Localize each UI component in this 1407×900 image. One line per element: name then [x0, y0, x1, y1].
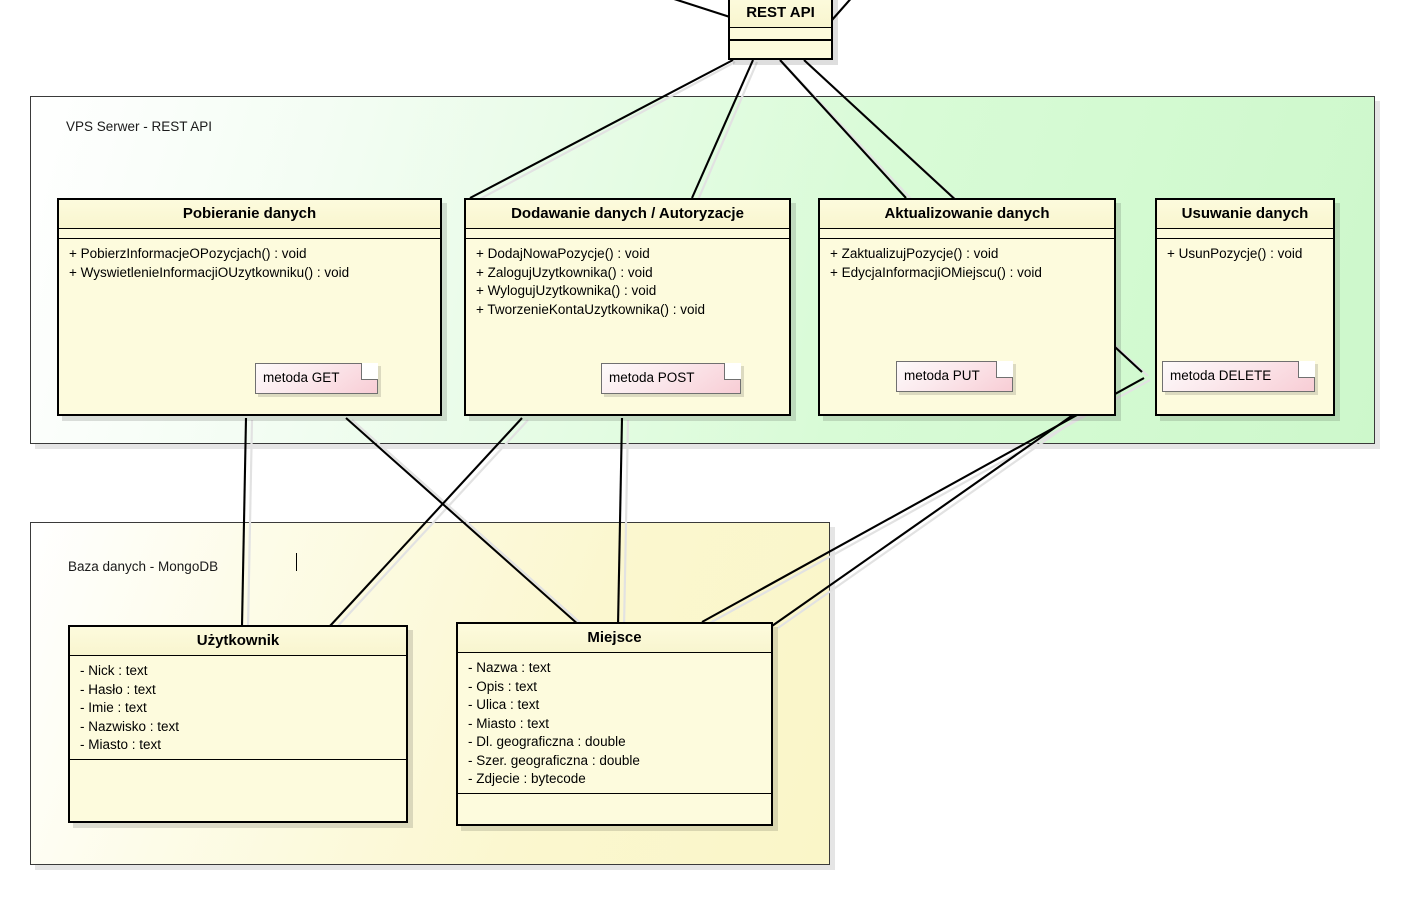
class-name: Użytkownik [70, 627, 406, 656]
note-text: metoda PUT [904, 368, 980, 383]
attribute-item: - Nazwa : text [468, 660, 551, 675]
class-miejsce[interactable]: Miejsce - Nazwa : text - Opis : text - U… [456, 622, 773, 826]
class-name: REST API [730, 0, 831, 28]
connector-shadows [246, 61, 1151, 629]
class-name: Usuwanie danych [1157, 200, 1333, 229]
method-item: + ZalogujUzytkownika() : void [476, 264, 653, 280]
attribute-item: - Miasto : text [80, 737, 162, 752]
attribute-item: - Dl. geograficzna : double [468, 734, 626, 749]
container-db-label: Baza danych - MongoDB [68, 559, 219, 574]
empty-attribute-compartment [466, 229, 789, 239]
method-item: + UsunPozycje() : void [1167, 246, 1303, 261]
attribute-item: - Szer. geograficzna : double [468, 752, 640, 768]
method-item: + EdycjaInformacjiOMiejscu() : void [830, 264, 1042, 280]
note-text: metoda GET [263, 370, 340, 385]
note-metoda-post[interactable]: metoda POST [601, 363, 741, 394]
note-fold-corner-icon [361, 363, 378, 380]
note-fold-corner-icon [996, 361, 1013, 378]
note-fold-corner-icon [724, 363, 741, 380]
empty-method-compartment [458, 792, 771, 824]
attribute-item: - Hasło : text [80, 681, 156, 697]
note-fold-corner-icon [1298, 361, 1315, 378]
empty-method-compartment [730, 40, 831, 53]
method-item: + TworzenieKontaUzytkownika() : void [476, 301, 705, 317]
attribute-item: - Miasto : text [468, 715, 550, 731]
method-list: + ZaktualizujPozycje() : void + EdycjaIn… [820, 239, 1114, 286]
attribute-item: - Ulica : text [468, 697, 540, 712]
note-text: metoda DELETE [1170, 368, 1272, 383]
class-name: Pobieranie danych [59, 200, 440, 229]
method-list: + DodajNowaPozycje() : void + ZalogujUzy… [466, 239, 789, 323]
attribute-list: - Nick : text - Hasło : text - Imie : te… [70, 656, 406, 759]
method-item: + DodajNowaPozycje() : void [476, 246, 650, 261]
class-pobieranie-danych[interactable]: Pobieranie danych + PobierzInformacjeOPo… [57, 198, 442, 416]
attribute-item: - Imie : text [80, 700, 147, 715]
attribute-item: - Nick : text [80, 663, 148, 678]
method-list: + PobierzInformacjeOPozycjach() : void +… [59, 239, 440, 286]
text-cursor [296, 553, 297, 571]
method-item: + WyswietlenieInformacjiOUzytkowniku() :… [69, 264, 350, 280]
note-metoda-put[interactable]: metoda PUT [896, 361, 1013, 392]
class-uzytkownik[interactable]: Użytkownik - Nick : text - Hasło : text … [68, 625, 408, 823]
method-item: + PobierzInformacjeOPozycjach() : void [69, 246, 307, 261]
attribute-item: - Nazwisko : text [80, 718, 180, 734]
note-metoda-get[interactable]: metoda GET [255, 363, 378, 394]
class-name: Dodawanie danych / Autoryzacje [466, 200, 789, 229]
empty-attribute-compartment [59, 229, 440, 239]
note-text: metoda POST [609, 370, 695, 385]
attribute-item: - Opis : text [468, 678, 538, 694]
class-rest-api[interactable]: REST API [728, 0, 833, 60]
attribute-list: - Nazwa : text - Opis : text - Ulica : t… [458, 653, 771, 793]
container-vps-label: VPS Serwer - REST API [66, 119, 213, 134]
method-list: + UsunPozycje() : void [1157, 239, 1333, 268]
class-name: Miejsce [458, 624, 771, 653]
empty-attribute-compartment [730, 28, 831, 40]
connector-strokes [240, 0, 1145, 627]
note-metoda-delete[interactable]: metoda DELETE [1162, 361, 1315, 392]
empty-attribute-compartment [1157, 229, 1333, 239]
method-item: + ZaktualizujPozycje() : void [830, 246, 999, 261]
empty-method-compartment [70, 758, 406, 804]
class-name: Aktualizowanie danych [820, 200, 1114, 229]
attribute-item: - Zdjecie : bytecode [468, 771, 586, 786]
empty-attribute-compartment [820, 229, 1114, 239]
method-item: + WylogujUzytkownika() : void [476, 283, 657, 298]
